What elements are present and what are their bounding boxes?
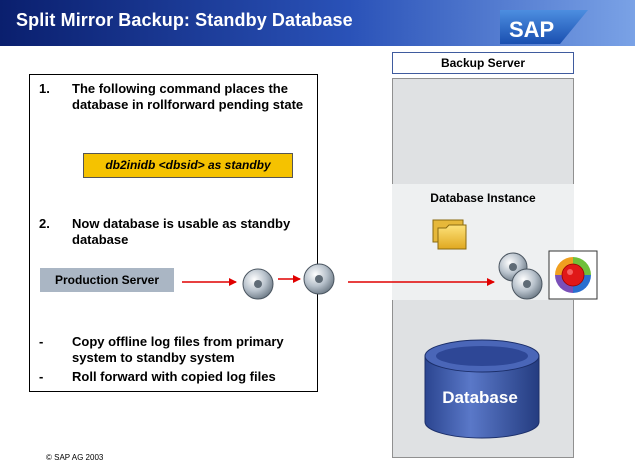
note-1: - Copy offline log files from primary sy…: [39, 334, 314, 366]
sap-logo-icon: SAP: [500, 10, 588, 44]
step-number: 1.: [39, 81, 50, 96]
database-instance-label: Database Instance: [430, 191, 536, 205]
folder-icon: [432, 219, 467, 250]
note-text: Roll forward with copied log files: [72, 369, 276, 384]
slide-title: Split Mirror Backup: Standby Database: [16, 10, 353, 30]
step-2: 2. Now database is usable as standby dat…: [39, 216, 314, 250]
app-logo-icon: [548, 250, 598, 300]
disk-icon: [511, 268, 543, 300]
step-text: The following command places the databas…: [72, 81, 304, 112]
database-cylinder: Database: [424, 339, 540, 439]
database-instance-area: [392, 184, 574, 300]
note-2: - Roll forward with copied log files: [39, 369, 314, 385]
note-bullet: -: [39, 369, 44, 384]
sap-logo-text: SAP: [509, 17, 554, 42]
disk-icon: [303, 263, 335, 295]
steps-panel: [29, 74, 318, 392]
step-text: Now database is usable as standby databa…: [72, 216, 291, 247]
step-number: 2.: [39, 216, 50, 231]
note-bullet: -: [39, 334, 44, 349]
note-text: Copy offline log files from primary syst…: [72, 334, 284, 365]
database-label: Database: [442, 388, 518, 407]
command-box: db2inidb <dbsid> as standby: [83, 153, 293, 178]
production-server-box: Production Server: [40, 268, 174, 292]
step-1: 1. The following command places the data…: [39, 81, 314, 129]
backup-server-label: Backup Server: [392, 52, 574, 74]
disk-icon: [242, 268, 274, 300]
title-bar: Split Mirror Backup: Standby Database SA…: [0, 0, 635, 46]
copyright: © SAP AG 2003: [46, 453, 104, 462]
